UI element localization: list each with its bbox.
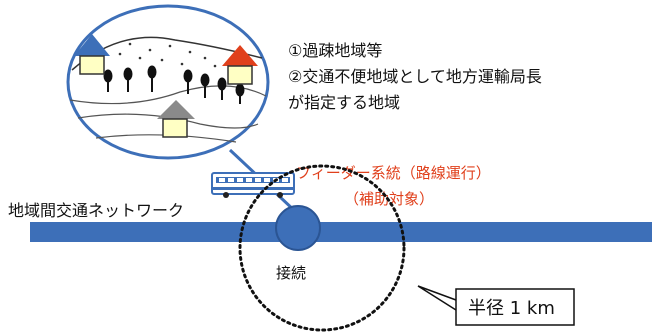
tree-icon xyxy=(183,69,193,94)
area-description-line2: ②交通不便地域として地方運輸局長 xyxy=(288,67,542,86)
tree-icon xyxy=(200,73,210,98)
house-blue-roof-icon xyxy=(74,34,110,75)
radius-callout-box xyxy=(455,288,575,326)
house-gray-roof-icon xyxy=(157,100,195,138)
connection-label: 接続 xyxy=(276,264,306,282)
hill-line xyxy=(77,113,259,129)
radius-label: 半径 1 km xyxy=(468,298,555,319)
tree-icon xyxy=(147,65,157,92)
house-red-roof-icon xyxy=(222,45,258,85)
area-oval-outline xyxy=(66,4,270,160)
tree-icon xyxy=(103,69,113,92)
network-label: 地域間交通ネットワーク xyxy=(8,201,184,220)
bus-icon xyxy=(211,172,295,198)
tree-icon xyxy=(217,77,227,100)
radius-circle xyxy=(238,164,406,332)
callout-pointer xyxy=(417,285,457,311)
tree-icon xyxy=(123,67,133,92)
area-description-line1: ①過疎地域等 xyxy=(288,41,382,60)
connection-node xyxy=(275,205,321,251)
network-bar xyxy=(30,222,652,242)
trees xyxy=(103,65,245,104)
area-oval xyxy=(66,4,270,160)
area-description-line3: が指定する地域 xyxy=(288,93,400,112)
